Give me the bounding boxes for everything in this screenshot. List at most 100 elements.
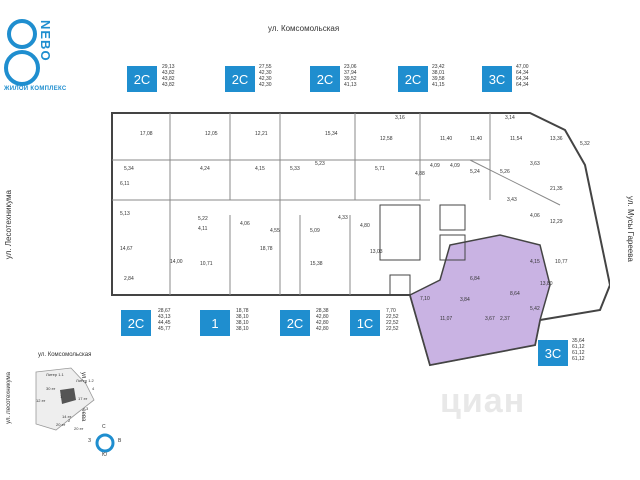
room-area-label: 5,26: [500, 169, 510, 175]
room-area-label: 11,07: [440, 316, 452, 322]
minimap-street-left: ул. Лесотехникума: [6, 372, 12, 424]
minimap-label: 4: [92, 386, 95, 391]
room-area-label: 5,09: [310, 228, 320, 234]
apartment-badge[interactable]: 2С: [310, 66, 340, 92]
room-area-label: 4,80: [360, 223, 370, 229]
room-area-label: 4,15: [530, 259, 540, 265]
compass-n: С: [102, 424, 106, 430]
room-area-label: 5,22: [198, 216, 208, 222]
logo-icon: [4, 19, 40, 86]
compass-w: З: [88, 438, 92, 444]
apartment-badge[interactable]: 2С: [127, 66, 157, 92]
room-area-label: 4,88: [415, 171, 425, 177]
apartment-badge[interactable]: 2С: [225, 66, 255, 92]
room-area-label: 6,11: [120, 181, 130, 187]
room-area-label: 5,32: [580, 141, 590, 147]
room-area-label: 3,84: [460, 297, 470, 303]
watermark: циан: [440, 382, 526, 420]
room-area-label: 10,77: [555, 259, 568, 265]
minimap-label: 2: [68, 418, 71, 423]
room-area-label: 4,33: [338, 215, 348, 221]
minimap-label: 17 эт: [78, 396, 88, 401]
compass-s: Ю: [102, 452, 108, 458]
room-area-label: 2,84: [124, 276, 134, 282]
street-left: ул. Лесотехникума: [4, 190, 13, 260]
room-area-label: 8,64: [510, 291, 520, 297]
room-area-label: 7,10: [420, 296, 430, 302]
room-area-label: 4,24: [200, 166, 210, 172]
room-area-label: 3,16: [395, 115, 405, 121]
minimap-street-top: ул. Комсомольская: [38, 352, 92, 358]
apartment-badge[interactable]: 2С: [398, 66, 428, 92]
room-area-label: 12,05: [205, 131, 218, 137]
apartment-badge[interactable]: 1: [200, 310, 230, 336]
room-area-label: 15,38: [310, 261, 323, 267]
compass-icon: [95, 433, 115, 453]
room-area-label: 12,29: [550, 219, 563, 225]
room-area-label: 3,67: [485, 316, 495, 322]
room-area-label: 11,54: [510, 136, 522, 142]
room-area-label: 5,33: [290, 166, 300, 172]
room-area-label: 6,84: [470, 276, 480, 282]
room-area-label: 11,40: [470, 136, 482, 142]
minimap-label: 20 эт: [56, 422, 66, 427]
minimap-label: 3: [86, 406, 89, 411]
room-area-label: 15,34: [325, 131, 338, 137]
minimap-label: 14 эт: [62, 414, 72, 419]
room-area-label: 11,40: [440, 136, 452, 142]
room-area-label: 4,11: [198, 226, 208, 232]
room-area-label: 4,15: [255, 166, 265, 172]
room-area-label: 18,78: [260, 246, 273, 252]
minimap-label: Литер 1.1: [46, 372, 65, 377]
room-area-label: 4,09: [430, 163, 440, 169]
street-top: ул. Комсомольская: [268, 24, 340, 33]
apartment-badge[interactable]: 3С: [482, 66, 512, 92]
apartment-badge[interactable]: 2С: [121, 310, 151, 336]
room-area-label: 3,43: [507, 197, 517, 203]
room-area-label: 4,06: [240, 221, 250, 227]
apartment-badge[interactable]: 1С: [350, 310, 380, 336]
room-area-label: 13,80: [540, 281, 553, 287]
room-area-label: 10,71: [200, 261, 213, 267]
brand-tagline: ЖИЛОЙ КОМПЛЕКС: [4, 86, 67, 92]
minimap-label: 30 эт: [46, 386, 56, 391]
room-area-label: 17,08: [140, 131, 153, 137]
room-area-label: 14,67: [120, 246, 133, 252]
room-area-label: 5,42: [530, 306, 540, 312]
minimap-label: 1: [60, 394, 63, 399]
apartment-badge[interactable]: 2С: [280, 310, 310, 336]
minimap-label: 12 эт: [36, 398, 46, 403]
room-area-label: 12,58: [380, 136, 393, 142]
room-area-label: 21,35: [550, 186, 563, 192]
minimap-label: 20 эт: [74, 426, 84, 431]
street-right: ул. Мусы Гареева: [626, 196, 635, 262]
brand-name: NEBO: [38, 20, 53, 62]
room-area-label: 3,14: [505, 115, 515, 121]
room-area-label: 5,24: [470, 169, 480, 175]
room-area-label: 4,09: [450, 163, 460, 169]
room-area-label: 5,23: [315, 161, 325, 167]
compass-e: В: [118, 438, 122, 444]
room-area-label: 12,21: [255, 131, 268, 137]
room-area-label: 13,03: [370, 249, 383, 255]
room-area-label: 14,00: [170, 259, 183, 265]
room-area-label: 5,34: [124, 166, 134, 172]
minimap-label: Литер 1.2: [76, 378, 95, 383]
room-area-label: 3,63: [530, 161, 540, 167]
highlight-apartment: [409, 234, 551, 366]
room-area-label: 5,13: [120, 211, 130, 217]
highlight-apartment-badge[interactable]: 3С: [538, 340, 568, 366]
room-area-label: 2,37: [500, 316, 510, 322]
